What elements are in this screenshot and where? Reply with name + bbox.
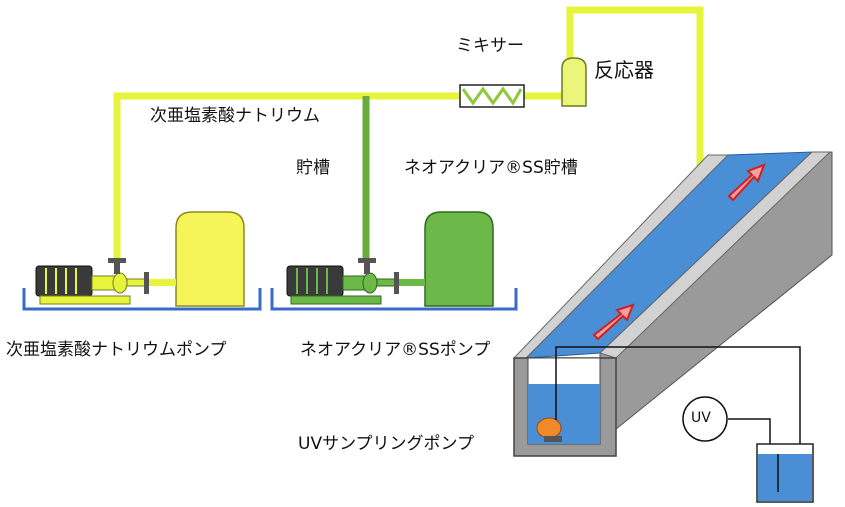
- sampling-tube: [555, 346, 801, 445]
- uv-meter-icon: [682, 396, 728, 442]
- uv-sampling-pump-label: UVサンプリングポンプ: [298, 434, 475, 454]
- hypochlorite-pump-label: 次亜塩素酸ナトリウムポンプ: [6, 340, 227, 360]
- storage-tank-label: 貯槽: [296, 158, 330, 178]
- flow-direction-arrows: [592, 163, 766, 341]
- neoacria-pump-label: ネオアクリア®SSポンプ: [300, 340, 491, 360]
- sample-beaker-icon: [756, 443, 814, 503]
- hypochlorite-tank: [175, 211, 245, 307]
- hypochlorite-tray: [22, 288, 262, 311]
- neoacria-pump-icon: [286, 258, 425, 305]
- uv-sampling-pump-icon: [536, 417, 562, 439]
- hypochlorite-pump-icon: [35, 258, 176, 305]
- neoacria-tank: [424, 211, 494, 307]
- neoacria-tray: [270, 288, 518, 311]
- mixer-icon: [459, 84, 525, 108]
- neoacria-tank-label: ネオアクリア®SS貯槽: [404, 158, 578, 178]
- mixer-label: ミキサー: [456, 36, 524, 56]
- hypochlorite-label: 次亜塩素酸ナトリウム: [150, 106, 320, 126]
- reactor-icon: [561, 57, 587, 107]
- uv-meter-label: UV: [691, 410, 711, 426]
- uv-sampling-pump-base: [544, 436, 562, 442]
- hypochlorite-pipe: [113, 6, 704, 258]
- reactor-label: 反応器: [594, 58, 654, 82]
- water-channel: [512, 151, 833, 457]
